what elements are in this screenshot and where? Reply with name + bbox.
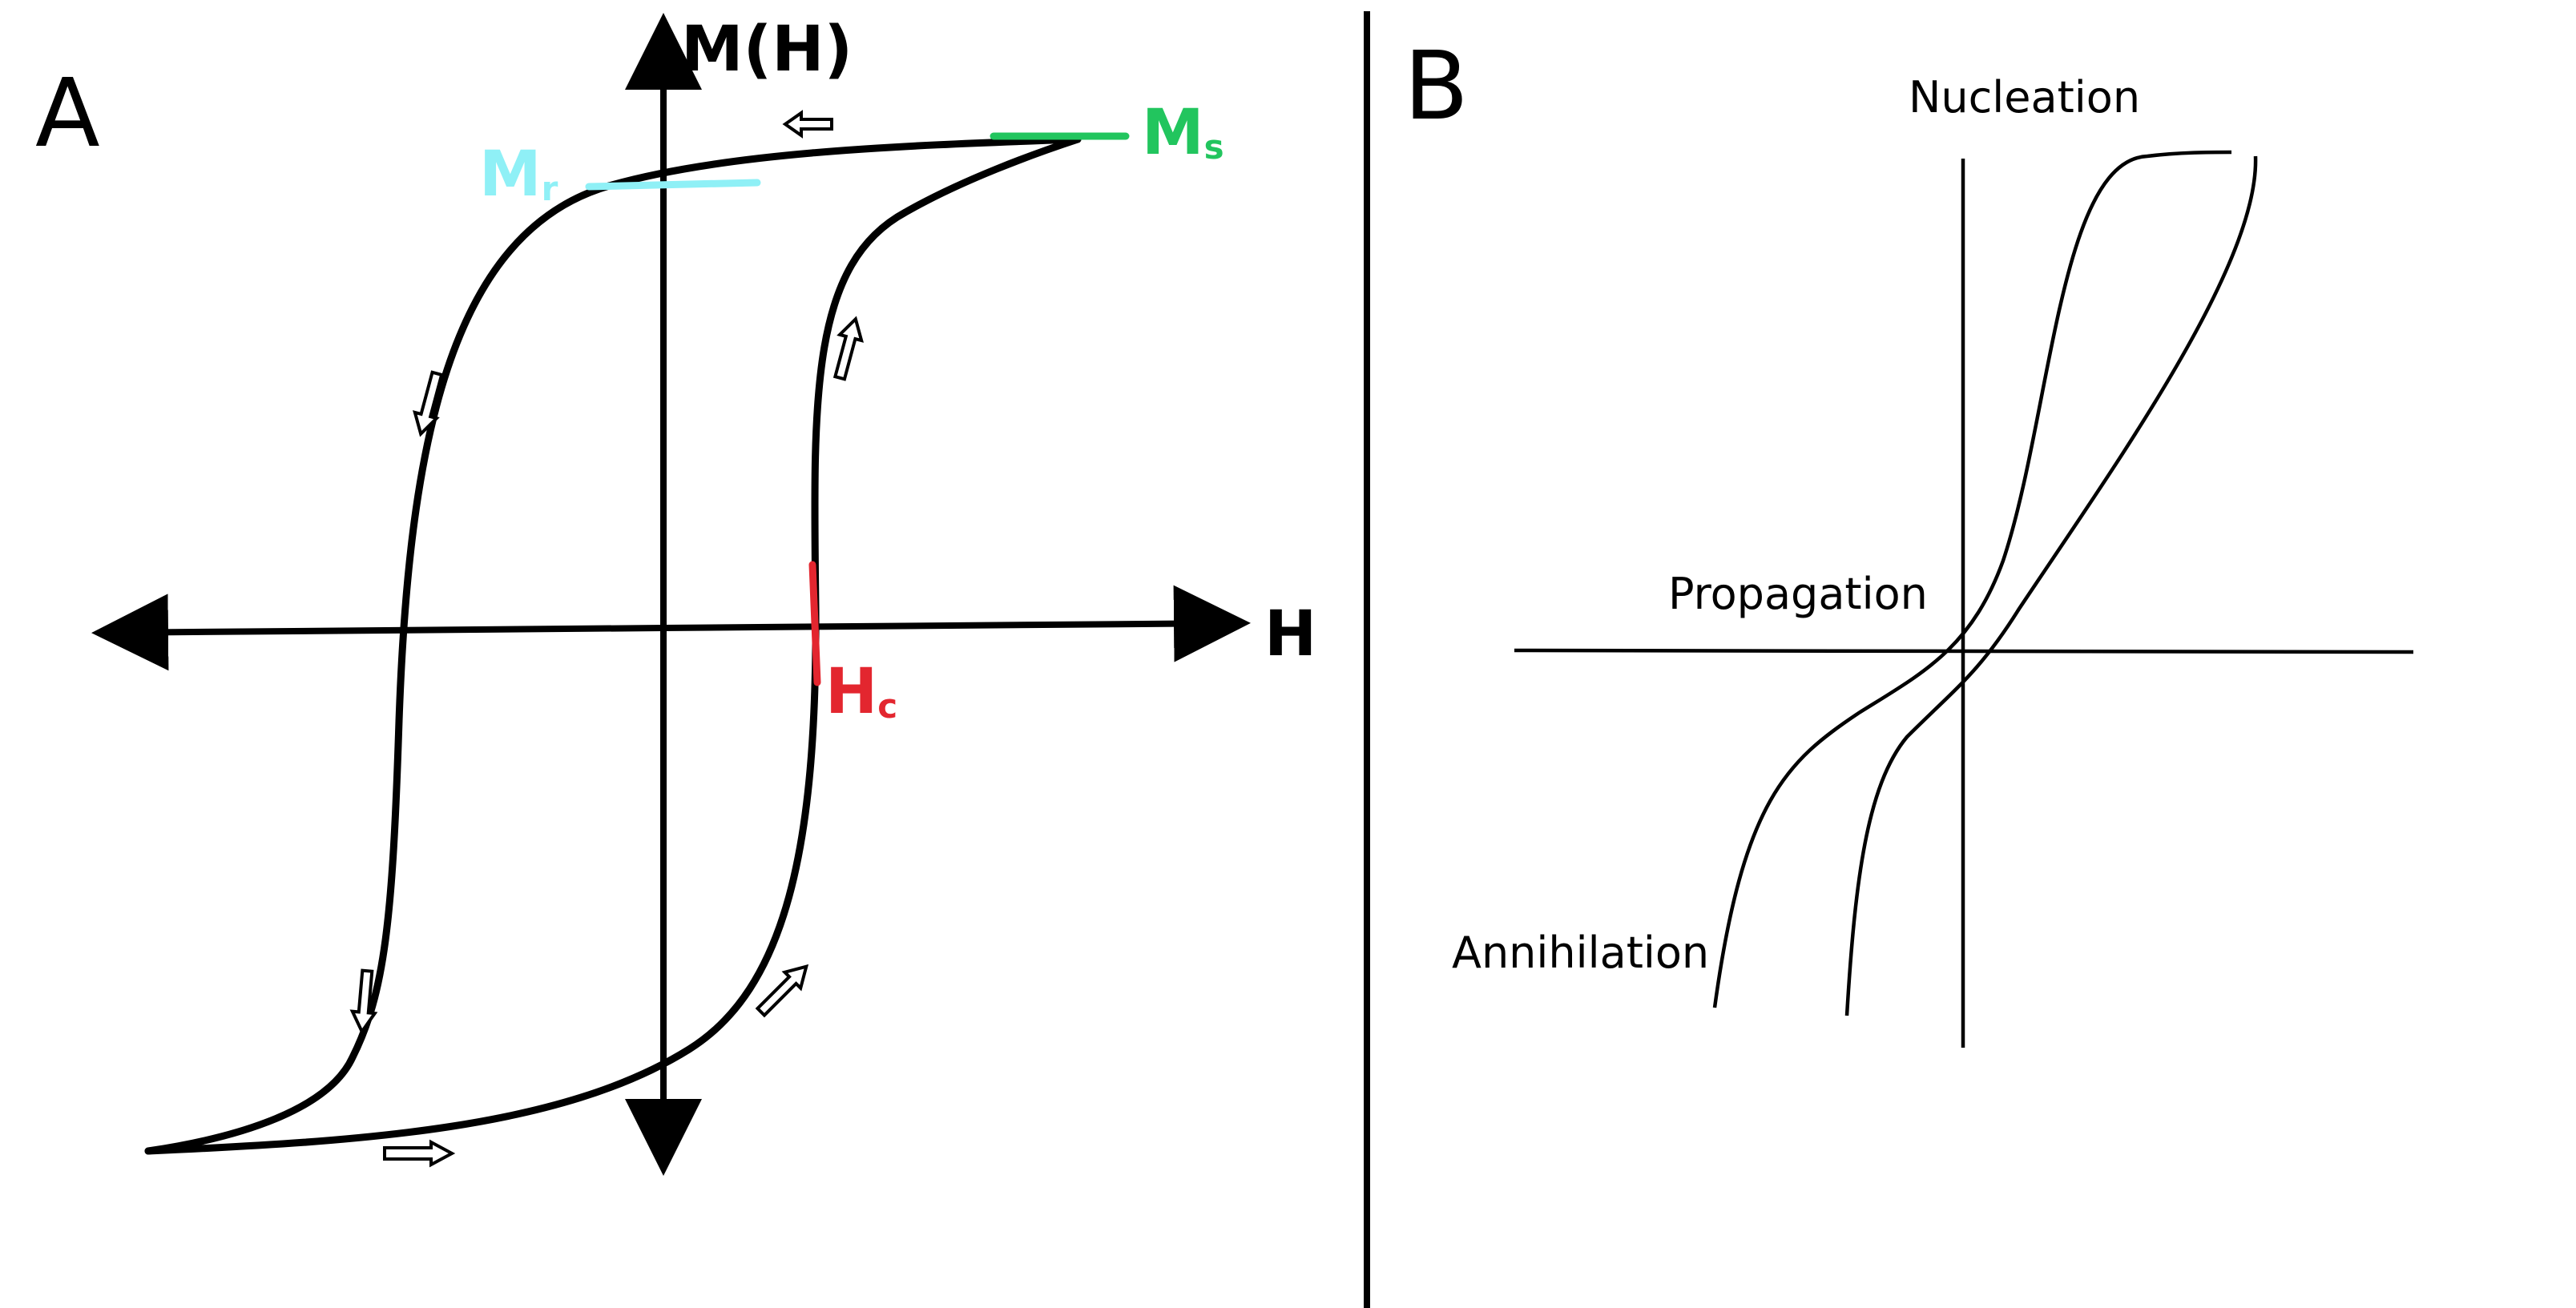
hysteresis-ascending-branch bbox=[144, 135, 1082, 1155]
panel-a: A M(H) H Mr bbox=[35, 13, 1316, 1176]
panel-b: B Nucleation Propagation Annihilation bbox=[1404, 30, 2414, 1048]
direction-arrow-right-upper bbox=[832, 316, 864, 381]
panel-a-letter: A bbox=[35, 58, 100, 168]
b-horizontal-axis bbox=[1514, 648, 2414, 654]
saturation-label: Ms bbox=[1142, 97, 1224, 169]
hysteresis-descending-branch bbox=[144, 135, 1082, 1155]
direction-arrow-right-lower bbox=[755, 964, 809, 1018]
x-axis-label: H bbox=[1264, 598, 1316, 670]
b-curve-left bbox=[1712, 150, 2232, 1008]
propagation-label: Propagation bbox=[1668, 569, 1928, 619]
direction-arrow-left-lower bbox=[349, 968, 378, 1035]
remanence-label: Mr bbox=[479, 139, 558, 211]
annihilation-label: Annihilation bbox=[1452, 928, 1709, 978]
remanence-marker bbox=[585, 179, 761, 191]
x-axis-left bbox=[91, 594, 664, 671]
x-axis-right bbox=[663, 585, 1251, 662]
coercivity-marker bbox=[808, 561, 821, 686]
panel-b-letter: B bbox=[1404, 30, 1469, 141]
y-axis-label: M(H) bbox=[681, 14, 853, 86]
b-curve-right bbox=[1844, 155, 2258, 1016]
nucleation-label: Nucleation bbox=[1909, 72, 2140, 123]
direction-arrow-left-upper bbox=[413, 370, 444, 437]
coercivity-label: Hc bbox=[825, 656, 897, 728]
direction-arrow-bottom bbox=[383, 1139, 456, 1168]
direction-arrow-top bbox=[782, 110, 833, 139]
